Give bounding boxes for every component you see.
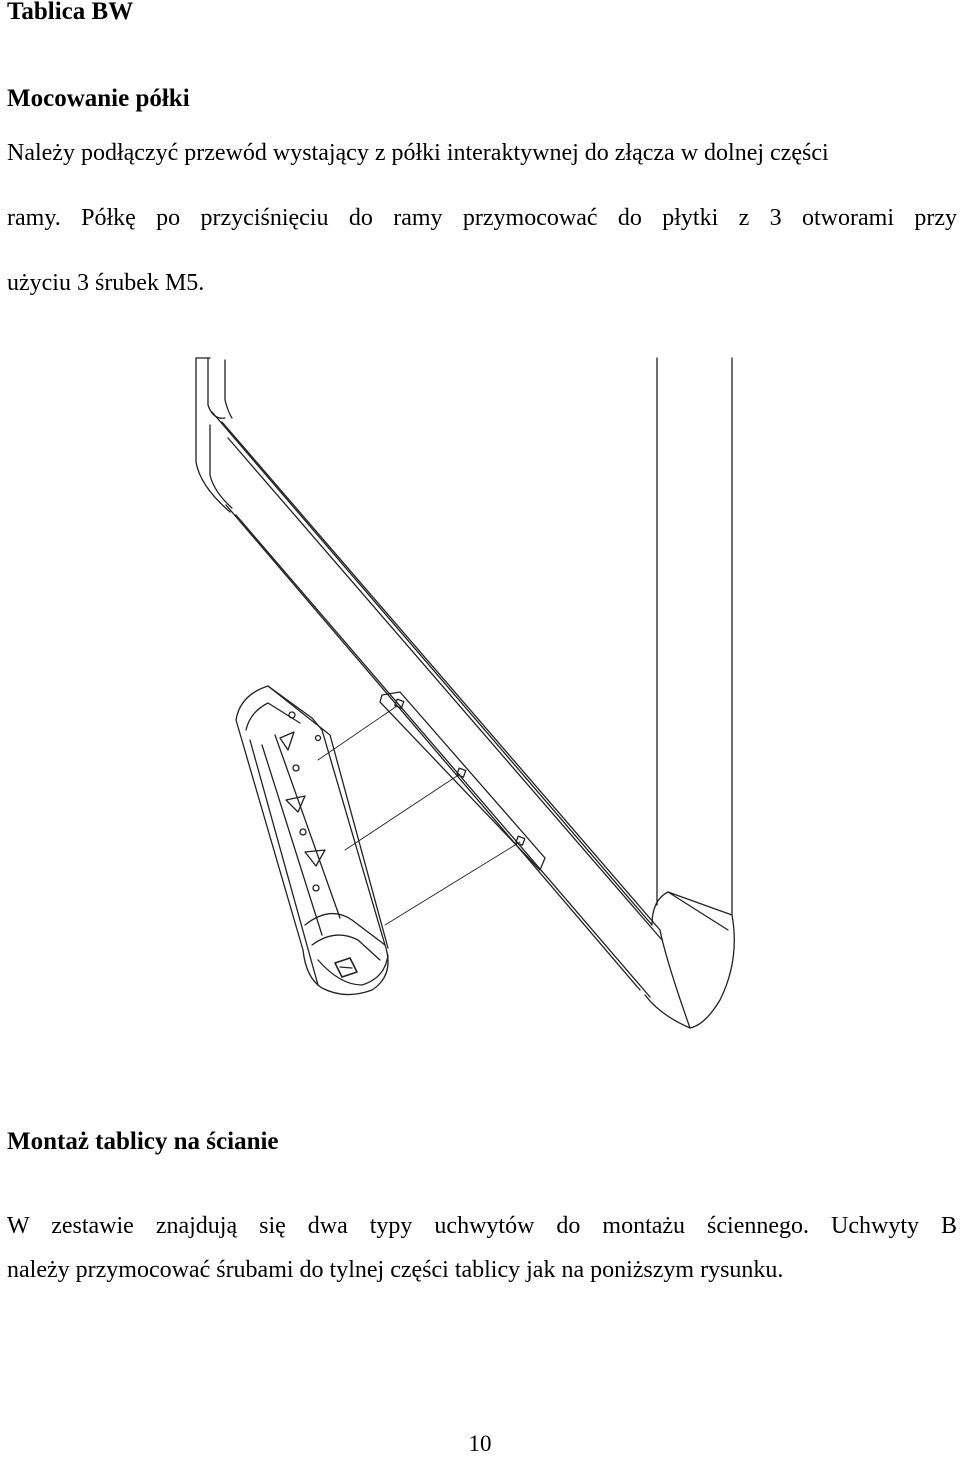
rail-line-4 (225, 504, 641, 991)
frame-left-edge (195, 357, 231, 513)
rail-line-1 (211, 411, 653, 926)
rail-line-2 (221, 421, 661, 931)
paragraph-line: W zestawie znajdują się dwa typy uchwytó… (7, 1213, 957, 1239)
rail-line-5 (235, 514, 651, 998)
mounting-hole (456, 767, 467, 778)
rail-line-3 (227, 437, 663, 941)
paragraph-line: ramy. Półkę po przyciśnięciu do ramy prz… (7, 205, 957, 231)
frame-left-inner (207, 357, 226, 419)
shelf-mounting-figure (195, 357, 735, 1029)
mounting-hole (394, 698, 405, 709)
document-title: Tablica BW (7, 0, 134, 25)
frame-corner-cap (644, 891, 735, 1029)
page-number: 10 (468, 1431, 492, 1456)
paragraph-line: należy przymocować śrubami do tylnej czę… (7, 1257, 784, 1283)
interactive-shelf (235, 685, 389, 996)
section-heading-wall-mounting: Montaż tablicy na ścianie (7, 1128, 279, 1155)
guide-line (344, 773, 461, 851)
paragraph-line: Należy podłączyć przewód wystający z pół… (7, 140, 829, 166)
paragraph-line: użyciu 3 śrubek M5. (7, 270, 205, 296)
guide-line (317, 705, 398, 761)
mounting-hole (515, 835, 526, 846)
guide-line (384, 841, 521, 926)
mounting-plate (379, 691, 546, 871)
section-heading-shelf-mounting: Mocowanie półki (7, 85, 190, 112)
